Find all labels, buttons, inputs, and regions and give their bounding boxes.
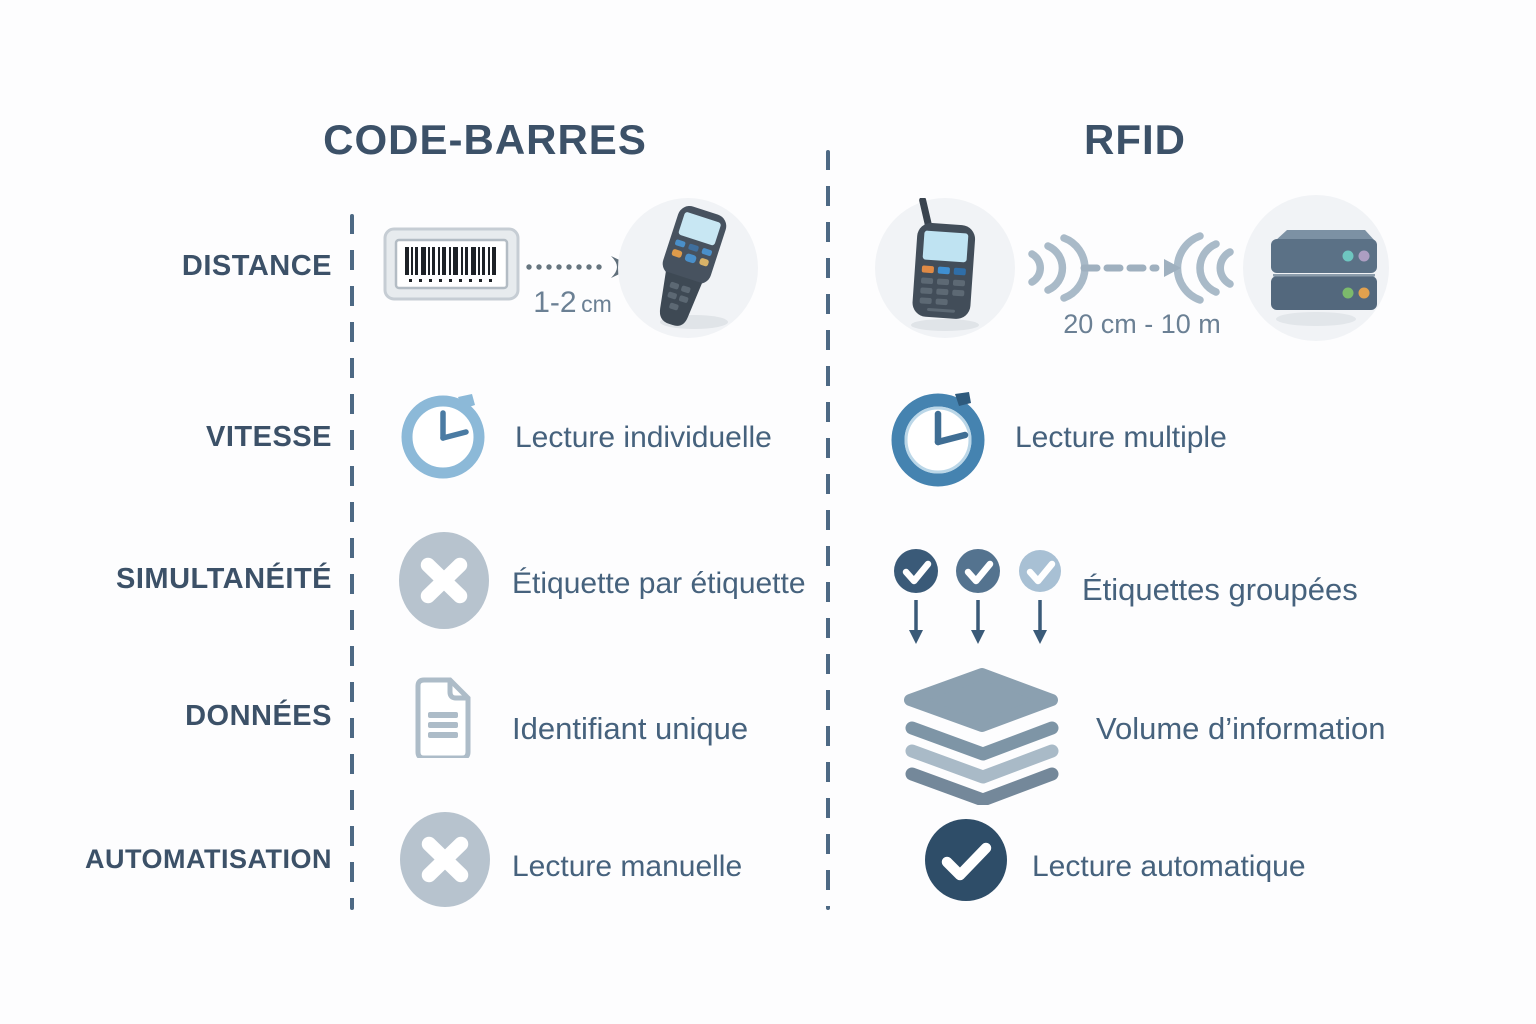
row-label-distance: DISTANCE (181, 250, 332, 282)
divider-barcode-rfid (826, 150, 830, 910)
barcode-vitesse-text: Lecture individuelle (515, 421, 772, 454)
rfid-vitesse-text: Lecture multiple (1015, 421, 1227, 454)
document-icon (415, 677, 471, 758)
server-stack-icon (1243, 195, 1389, 341)
barcode-label-icon (383, 227, 520, 301)
barcode-automatisation-text: Lecture manuelle (512, 850, 743, 883)
cross-circle-icon (400, 812, 490, 907)
barcode-distance-range: 1-2 cm (533, 286, 612, 319)
row-label-vitesse: VITESSE (206, 421, 332, 453)
barcode-simultaneite-text: Étiquette par étiquette (512, 567, 806, 600)
barcode-donnees-text: Identifiant unique (512, 711, 749, 746)
layers-stack-icon (904, 668, 1059, 805)
column-header-rfid: RFID (1084, 116, 1186, 163)
barcode-scanner-icon (618, 198, 758, 338)
divider-labels-barcode (350, 214, 354, 910)
clock-icon (401, 394, 485, 479)
rfid-reader-icon (875, 198, 1015, 338)
clock-icon (891, 392, 985, 487)
row-label-automatisation: AUTOMATISATION (85, 844, 332, 874)
column-header-barcode: CODE-BARRES (323, 116, 647, 163)
check-circle-icon (925, 819, 1007, 901)
check-circles-arrows-icon (894, 549, 1061, 644)
row-label-simultaneite: SIMULTANÉITÉ (116, 563, 332, 595)
rfid-distance-range: 20 cm - 10 m (1063, 309, 1221, 339)
cross-circle-icon (399, 532, 489, 629)
rfid-donnees-text: Volume d’information (1096, 711, 1386, 746)
radio-waves-icon (1028, 232, 1234, 304)
row-label-donnees: DONNÉES (185, 700, 332, 732)
rfid-simultaneite-text: Étiquettes groupées (1082, 572, 1358, 607)
rfid-automatisation-text: Lecture automatique (1032, 850, 1306, 883)
